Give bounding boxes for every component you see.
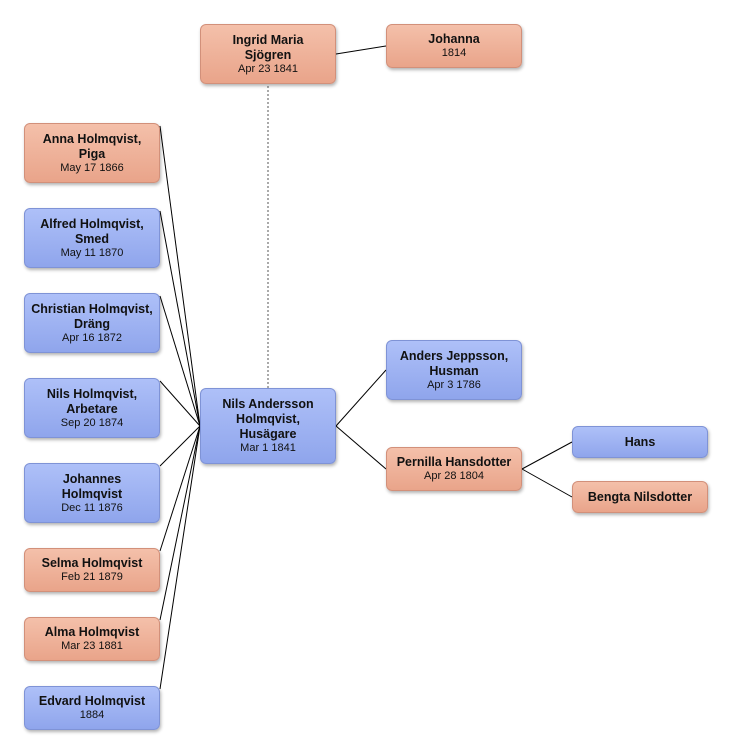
person-node-maternal-grandmother[interactable]: Bengta Nilsdotter <box>572 481 708 513</box>
child-link <box>159 425 201 467</box>
child-link <box>159 425 201 690</box>
person-date: Apr 28 1804 <box>424 470 484 482</box>
person-date: Sep 20 1874 <box>60 416 124 429</box>
person-node-maternal-grandfather[interactable]: Hans <box>572 426 708 458</box>
child-link <box>159 425 201 621</box>
person-date: May 11 1870 <box>60 246 124 259</box>
parent-link <box>335 425 387 470</box>
person-date: Apr 3 1786 <box>427 378 481 391</box>
person-name: Nils Andersson Holmqvist, Husägare <box>222 397 314 441</box>
person-node-father[interactable]: Anders Jeppsson, Husman Apr 3 1786 <box>386 340 522 400</box>
person-name: Christian Holmqvist, Dräng <box>31 301 153 331</box>
person-node-root[interactable]: Nils Andersson Holmqvist, Husägare Mar 1… <box>200 388 336 464</box>
person-name: Hans <box>624 434 656 449</box>
child-link <box>159 295 201 427</box>
person-name: Alfred Holmqvist, Smed <box>40 216 144 246</box>
child-node[interactable]: Anna Holmqvist, Piga May 17 1866 <box>24 123 160 183</box>
person-date: Apr 23 1841 <box>238 62 298 75</box>
child-link <box>159 380 201 427</box>
parent-link <box>521 468 573 498</box>
person-date: Dec 11 1876 <box>61 501 123 514</box>
child-node[interactable]: Johannes Holmqvist Dec 11 1876 <box>24 463 160 523</box>
child-node[interactable]: Edvard Holmqvist 1884 <box>24 686 160 730</box>
person-name: Johanna <box>428 32 480 46</box>
person-name: Anders Jeppsson, Husman <box>399 348 509 378</box>
person-date: May 17 1866 <box>60 161 124 174</box>
person-name: Johannes Holmqvist <box>61 471 123 501</box>
person-name: Alma Holmqvist <box>44 625 140 639</box>
person-name: Bengta Nilsdotter <box>587 489 693 504</box>
person-node-mother[interactable]: Pernilla Hansdotter Apr 28 1804 <box>386 447 522 491</box>
child-link <box>159 425 201 552</box>
parent-link <box>335 369 387 427</box>
person-date: Feb 21 1879 <box>61 571 123 583</box>
child-link <box>159 125 201 427</box>
person-date: 1814 <box>441 47 467 59</box>
person-date: Apr 16 1872 <box>62 331 122 344</box>
person-date: 1884 <box>79 709 105 721</box>
person-name: Pernilla Hansdotter <box>396 455 512 469</box>
parent-link <box>521 441 573 470</box>
person-date: Mar 23 1881 <box>61 640 123 652</box>
parent-link <box>335 45 387 55</box>
person-name: Nils Holmqvist, Arbetare <box>46 386 138 416</box>
person-node-wife-mother[interactable]: Johanna 1814 <box>386 24 522 68</box>
person-name: Ingrid Maria Sjögren <box>232 32 304 62</box>
person-name: Anna Holmqvist, Piga <box>42 131 142 161</box>
child-node[interactable]: Alfred Holmqvist, Smed May 11 1870 <box>24 208 160 268</box>
child-node[interactable]: Selma Holmqvist Feb 21 1879 <box>24 548 160 592</box>
person-name: Edvard Holmqvist <box>38 694 146 708</box>
child-node[interactable]: Christian Holmqvist, Dräng Apr 16 1872 <box>24 293 160 353</box>
person-date: Mar 1 1841 <box>240 442 296 454</box>
child-node[interactable]: Nils Holmqvist, Arbetare Sep 20 1874 <box>24 378 160 438</box>
child-link <box>159 210 201 427</box>
person-name: Selma Holmqvist <box>41 556 143 570</box>
person-node-wife[interactable]: Ingrid Maria Sjögren Apr 23 1841 <box>200 24 336 84</box>
child-node[interactable]: Alma Holmqvist Mar 23 1881 <box>24 617 160 661</box>
